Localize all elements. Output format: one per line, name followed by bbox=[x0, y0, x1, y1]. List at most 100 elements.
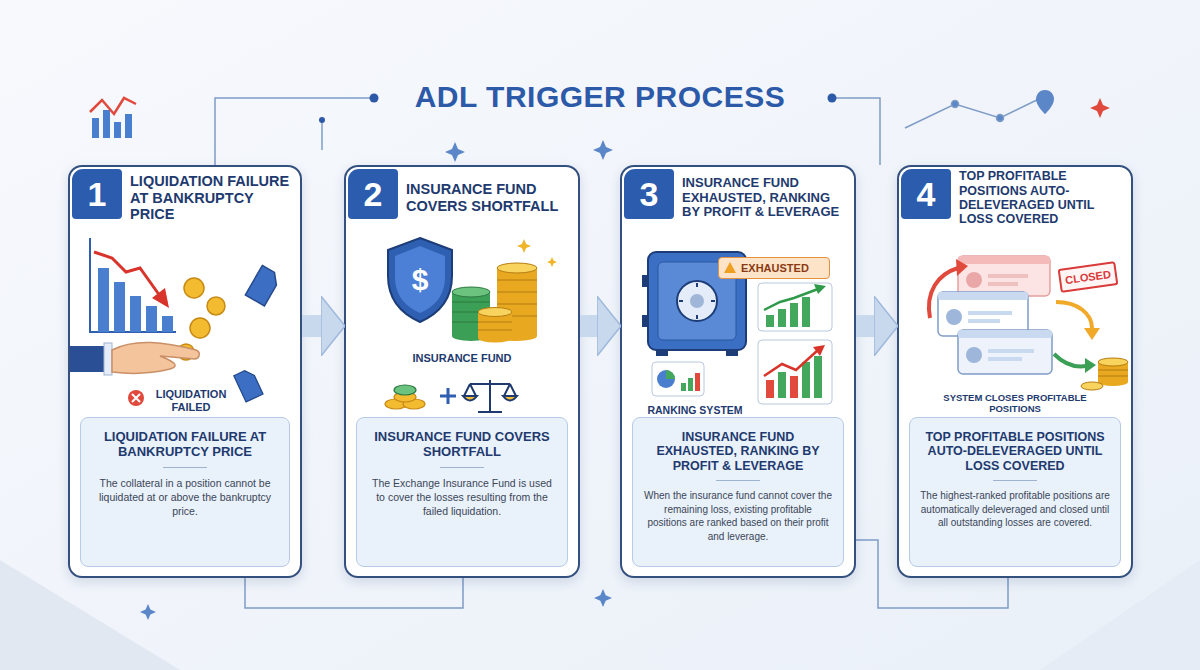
failed-icon bbox=[128, 390, 144, 406]
price-tag-icon bbox=[234, 265, 282, 402]
curved-arrow-icon bbox=[956, 259, 968, 276]
leverage-chart-icon bbox=[758, 340, 832, 404]
leverage-chart-icon bbox=[758, 340, 832, 404]
safe-icon bbox=[642, 252, 746, 356]
curved-arrow-icon bbox=[1056, 302, 1092, 328]
ranking-card-icon bbox=[681, 383, 686, 391]
step-card: TOP PROFITABLE POSITIONS AUTO-DELEVERAGE… bbox=[897, 165, 1133, 578]
network-icon bbox=[952, 101, 959, 108]
sparkle-star bbox=[593, 140, 613, 160]
bar-chart-icon bbox=[130, 296, 141, 332]
coin-stack-icon bbox=[452, 302, 490, 322]
coin-stack-icon bbox=[497, 280, 537, 316]
description-panel: TOP PROFITABLE POSITIONS AUTO-DELEVERAGE… bbox=[909, 417, 1121, 567]
sparkle-star bbox=[445, 142, 465, 162]
step-number: 3 bbox=[640, 175, 659, 214]
panel-heading: INSURANCE FUND COVERS SHORTFALL bbox=[367, 430, 557, 468]
failed-icon bbox=[132, 394, 140, 402]
safe-icon bbox=[656, 350, 668, 356]
bar-chart-icon bbox=[114, 282, 125, 332]
currency-symbol: $ bbox=[400, 261, 440, 299]
coin-icon bbox=[178, 344, 194, 360]
leverage-chart-icon bbox=[814, 356, 822, 398]
closed-stamp: CLOSED bbox=[1058, 261, 1119, 293]
step-number: 2 bbox=[364, 175, 383, 214]
account-window-icon bbox=[958, 256, 1050, 264]
chart-icon bbox=[90, 98, 136, 114]
coin-stack-icon bbox=[478, 312, 512, 338]
profit-chart-icon bbox=[758, 283, 832, 331]
account-window-icon bbox=[966, 347, 982, 363]
balance-scale-icon bbox=[463, 396, 517, 401]
coin-icon bbox=[178, 278, 225, 360]
panel-description: The highest-ranked profitable positions … bbox=[920, 489, 1110, 530]
status-label: LIQUIDATION FAILED bbox=[148, 388, 234, 414]
coin-pile-icon bbox=[394, 385, 416, 395]
coin-stack-icon bbox=[452, 292, 490, 336]
coin-pile-icon bbox=[385, 399, 407, 409]
coin-stack-icon bbox=[497, 268, 537, 336]
step-number-badge: 4 bbox=[901, 169, 951, 219]
shield-icon bbox=[388, 238, 452, 322]
hand-icon bbox=[70, 342, 199, 375]
status-tag: EXHAUSTED bbox=[718, 257, 830, 279]
coin-stack-icon bbox=[1081, 358, 1128, 390]
coin-stack-icon bbox=[478, 308, 512, 317]
step-number: 1 bbox=[88, 175, 107, 214]
step-heading: TOP PROFITABLE POSITIONS AUTO-DELEVERAGE… bbox=[959, 169, 1125, 227]
shield-icon bbox=[395, 246, 445, 313]
bar-chart-icon bbox=[90, 238, 176, 332]
panel-heading: INSURANCE FUND EXHAUSTED, RANKING BY PRO… bbox=[643, 430, 833, 481]
account-window-icon bbox=[938, 256, 1052, 374]
leverage-chart-icon bbox=[802, 362, 810, 398]
bar-chart-icon bbox=[90, 238, 176, 332]
description-panel: INSURANCE FUND EXHAUSTED, RANKING BY PRO… bbox=[632, 417, 844, 567]
coin-stack-icon bbox=[1098, 358, 1128, 366]
panel-description: The collateral in a position cannot be l… bbox=[91, 476, 279, 519]
safe-icon bbox=[679, 283, 715, 319]
flow-arrow bbox=[580, 315, 598, 337]
step-number-badge: 3 bbox=[624, 169, 674, 219]
account-window-icon bbox=[946, 309, 962, 325]
title-text: ADL TRIGGER PROCESS bbox=[300, 80, 900, 114]
network-icon bbox=[905, 90, 1054, 128]
step-number-badge: 1 bbox=[72, 169, 122, 219]
profit-chart-icon bbox=[758, 283, 832, 331]
ranking-card-icon bbox=[657, 370, 675, 388]
safe-icon bbox=[642, 275, 648, 287]
step-heading: INSURANCE FUND EXHAUSTED, RANKING BY PRO… bbox=[682, 169, 848, 227]
connector-line bbox=[321, 120, 323, 150]
account-window-icon bbox=[966, 272, 982, 288]
step-heading: LIQUIDATION FAILURE AT BANKRUPTCY PRICE bbox=[130, 169, 294, 227]
account-window-icon bbox=[938, 292, 1028, 336]
account-window-icon bbox=[988, 282, 1018, 286]
plus-icon bbox=[440, 388, 456, 404]
curved-arrow-icon bbox=[1054, 354, 1086, 367]
account-window-icon bbox=[968, 311, 1012, 315]
bar-chart-icon bbox=[94, 252, 160, 296]
bar-chart-icon bbox=[152, 288, 169, 308]
panel-heading: LIQUIDATION FAILURE AT BANKRUPTCY PRICE bbox=[91, 430, 279, 468]
illustration-label: RANKING SYSTEM bbox=[640, 404, 750, 417]
coin-stack-icon bbox=[452, 331, 490, 341]
coin-pile-icon bbox=[403, 399, 425, 409]
safe-icon bbox=[726, 350, 738, 356]
stamp-text: CLOSED bbox=[1064, 268, 1111, 286]
leverage-chart-icon bbox=[766, 380, 774, 398]
description-panel: INSURANCE FUND COVERS SHORTFALLThe Excha… bbox=[356, 417, 568, 567]
panel-description: When the insurance fund cannot cover the… bbox=[643, 489, 833, 543]
profit-chart-icon bbox=[766, 315, 774, 327]
description-panel: LIQUIDATION FAILURE AT BANKRUPTCY PRICE T… bbox=[80, 417, 290, 567]
ranking-card-icon bbox=[652, 362, 704, 396]
sparkle-star bbox=[517, 239, 531, 253]
safe-icon bbox=[648, 252, 746, 350]
account-window-icon bbox=[968, 319, 1000, 323]
coin-stack-icon bbox=[1098, 362, 1128, 382]
status-text: EXHAUSTED bbox=[741, 262, 809, 274]
coin-stack-icon bbox=[1081, 382, 1103, 390]
curved-arrow-icon bbox=[1085, 358, 1096, 373]
bar-chart-icon bbox=[162, 316, 173, 332]
profit-chart-icon bbox=[814, 284, 826, 294]
plus-icon bbox=[440, 388, 456, 404]
